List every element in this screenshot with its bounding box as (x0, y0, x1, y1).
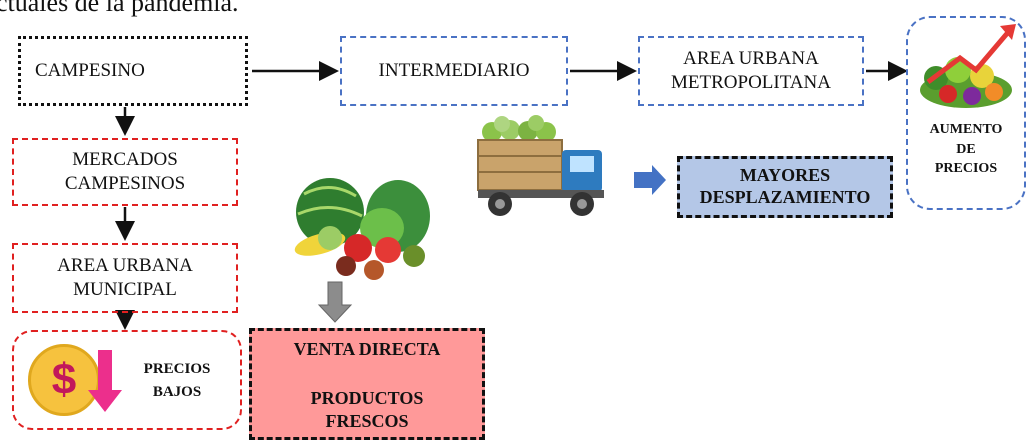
node-intermediario: INTERMEDIARIO (340, 36, 568, 106)
node-mayores-desplazamiento: MAYORES DESPLAZAMIENTO (677, 156, 893, 218)
municipal-line1: AREA URBANA (57, 255, 193, 277)
precios-bajos-text: PRECIOS BAJOS (142, 358, 212, 403)
truck-icon (477, 115, 604, 216)
node-intermediario-label: INTERMEDIARIO (378, 60, 530, 82)
dollar-symbol: $ (51, 355, 77, 404)
vegetables-rising-icon (920, 24, 1016, 108)
mercados-line2: CAMPESINOS (64, 173, 186, 194)
node-area-metro-line2: METROPOLITANA (671, 72, 831, 93)
mayores-line1: MAYORES (739, 165, 831, 186)
productos-line1: PRODUCTOS (310, 388, 424, 408)
node-area-metro-line1: AREA URBANA (683, 48, 819, 70)
node-aumento-text: AUMENTO DE PRECIOS (908, 120, 1024, 179)
node-aumento-precios: AUMENTO DE PRECIOS (906, 16, 1026, 210)
node-mercados-campesinos: MERCADOS CAMPESINOS (12, 138, 238, 206)
mayores-line2: DESPLAZAMIENTO (699, 187, 871, 207)
node-venta-directa: VENTA DIRECTA PRODUCTOS FRESCOS (249, 328, 485, 440)
aumento-line1: AUMENTO (929, 122, 1003, 137)
caption-text: ctuales de la pandemia. (0, 0, 239, 17)
node-area-metropolitana: AREA URBANA METROPOLITANA (638, 36, 864, 106)
blue-block-arrow (634, 165, 666, 195)
node-campesino: CAMPESINO (18, 36, 248, 106)
node-area-municipal: AREA URBANA MUNICIPAL (12, 243, 238, 313)
aumento-line3: PRECIOS (934, 161, 998, 177)
productos-line2: FRESCOS (325, 411, 409, 432)
node-campesino-label: CAMPESINO (35, 60, 145, 82)
down-arrow-icon (88, 350, 122, 412)
mercados-line1: MERCADOS (72, 149, 178, 171)
municipal-line2: MUNICIPAL (73, 279, 177, 300)
venta-directa-label: VENTA DIRECTA (293, 339, 441, 359)
gray-block-arrow (317, 281, 353, 323)
fresh-produce-icon (294, 178, 430, 280)
node-precios-bajos: $ PRECIOS BAJOS (12, 330, 242, 430)
productos-frescos-label: PRODUCTOS FRESCOS (252, 387, 482, 434)
precios-bajos-line2: BAJOS (152, 383, 202, 400)
precios-bajos-line1: PRECIOS (143, 361, 211, 377)
aumento-line2: DE (956, 141, 976, 157)
